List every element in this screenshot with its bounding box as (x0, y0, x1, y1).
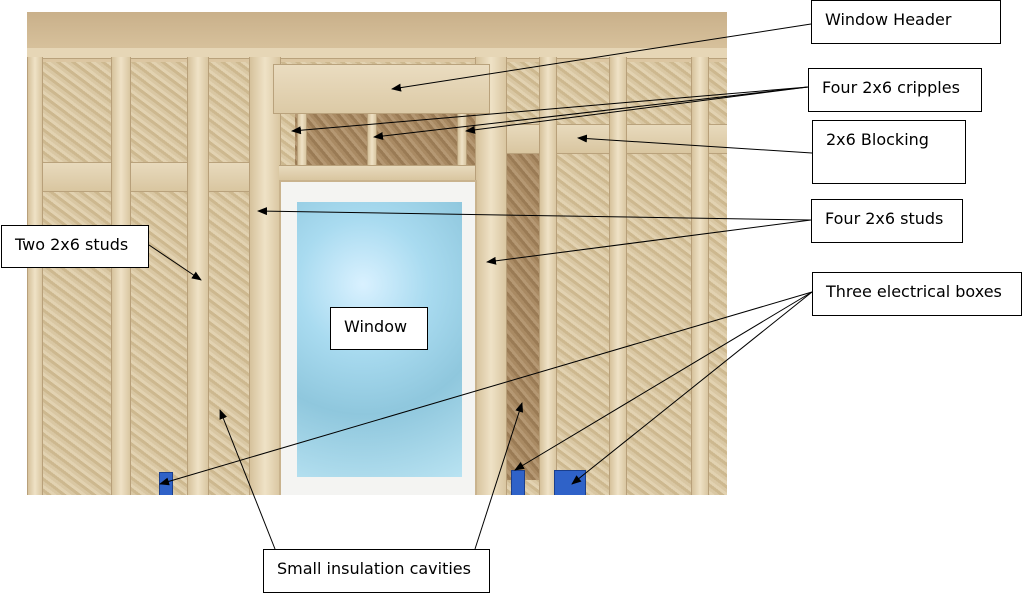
label-four-studs: Four 2x6 studs (811, 199, 963, 243)
stud (475, 57, 507, 495)
label-window: Window (330, 307, 428, 350)
electrical-box (511, 470, 525, 495)
label-insulation-cavities: Small insulation cavities (263, 549, 490, 593)
insulation-cavity-right (505, 140, 543, 480)
top-plate (27, 48, 727, 59)
label-cripples: Four 2x6 cripples (808, 68, 982, 112)
label-electrical-boxes: Three electrical boxes (812, 272, 1022, 316)
stud (187, 57, 209, 495)
stud (111, 57, 131, 495)
label-two-studs: Two 2x6 studs (1, 225, 149, 268)
electrical-box (159, 472, 173, 495)
window-sill-top (279, 165, 475, 181)
stud (249, 57, 281, 495)
cripple-cavity (295, 114, 475, 168)
electrical-box (554, 470, 586, 495)
cripple (457, 112, 467, 167)
cripple (367, 112, 377, 167)
blocking-left (27, 162, 267, 192)
stud (27, 57, 43, 495)
stud (691, 57, 709, 495)
stud (539, 57, 557, 495)
label-window-header: Window Header (811, 0, 1001, 44)
window-header-beam (273, 64, 490, 114)
cripple (297, 112, 307, 167)
stud (609, 57, 627, 495)
label-blocking: 2x6 Blocking (812, 120, 966, 184)
